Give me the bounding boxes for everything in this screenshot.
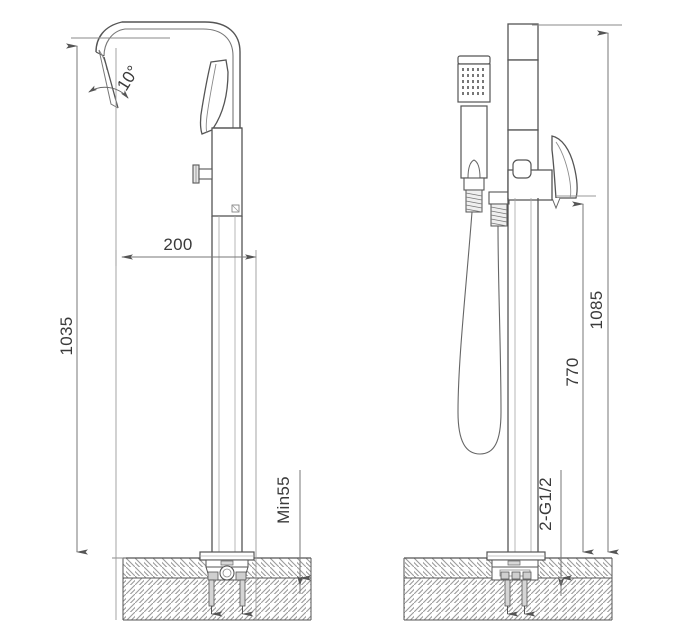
bracket-nut-left-front (500, 571, 510, 580)
dimension-2g12: 2-G1/2 (536, 470, 572, 596)
handshower-head-cap (457, 55, 491, 65)
bracket-nut-left-side (207, 571, 219, 581)
floor-flange-front (486, 551, 546, 561)
bracket-nut-right-side (235, 571, 247, 581)
dim-1035-label: 1035 (57, 316, 76, 355)
dimension-1085: 1085 (532, 24, 622, 555)
lever-handle-crease (205, 63, 217, 134)
dimension-770: 770 (556, 195, 596, 555)
diverter-knob-stem (198, 168, 213, 180)
handshower-nozzle-grid (462, 68, 484, 95)
mixer-body-front (507, 23, 553, 201)
anchor-bolt-left-side (208, 579, 215, 607)
dim-200-label: 200 (163, 235, 192, 254)
floor-flange-side (199, 551, 255, 561)
spout-outer-curve (95, 21, 241, 128)
body-neck-upper-front (507, 23, 539, 61)
handshower-head (457, 55, 491, 103)
bracket-boss-front (507, 560, 521, 566)
dim-min55-lower-arrow (297, 576, 303, 586)
handshower-cone-detail (467, 159, 481, 179)
angle-arc-10deg (88, 85, 129, 99)
handshower-connector (463, 177, 485, 213)
mixer-body-side (211, 127, 243, 217)
lever-handle-base-front (551, 197, 561, 210)
mounting-bracket-front (491, 559, 539, 617)
dimension-200: 200 (115, 235, 257, 620)
dimension-1035: 1035 (57, 37, 170, 555)
spout-inner-curve (103, 28, 234, 128)
diverter-knob-side (192, 164, 213, 184)
diverter-port-front (512, 159, 532, 179)
side-view-group: 10° (57, 21, 311, 620)
anchor-bolt-left-front (504, 579, 511, 607)
dimension-min55: Min55 (274, 470, 311, 594)
lever-handle-front-crease (555, 141, 572, 199)
dim-min55-label: Min55 (274, 476, 293, 524)
connector-hex-b (488, 191, 510, 205)
lever-handle-front (551, 135, 578, 199)
bracket-boss-side (220, 560, 234, 566)
floor-lower-layer-left (123, 578, 311, 620)
dim-2g12-label: 2-G1/2 (536, 477, 555, 531)
front-view-group: 2-G1/2 770 1085 (457, 23, 622, 617)
anchor-bolt-right-side (239, 579, 246, 607)
connector-hex-a (463, 177, 485, 191)
body-port-marker (231, 204, 240, 213)
bracket-nut-right-front (522, 571, 532, 580)
body-neck-lower-front (507, 59, 539, 131)
connector-thread-a-lines (465, 192, 483, 213)
mounting-bracket-side (205, 559, 254, 617)
hose-outlet-connector (488, 191, 510, 227)
bracket-nut-mid-front (511, 571, 521, 580)
anchor-bolt-right-front (521, 579, 528, 607)
bracket-inlet-bore-side (222, 568, 232, 578)
connector-thread-b-lines (490, 206, 508, 227)
dim-1085-label: 1085 (587, 290, 606, 329)
dim-770-label: 770 (563, 357, 582, 386)
shower-hose (457, 211, 502, 455)
body-port-marker-cross (231, 204, 240, 213)
